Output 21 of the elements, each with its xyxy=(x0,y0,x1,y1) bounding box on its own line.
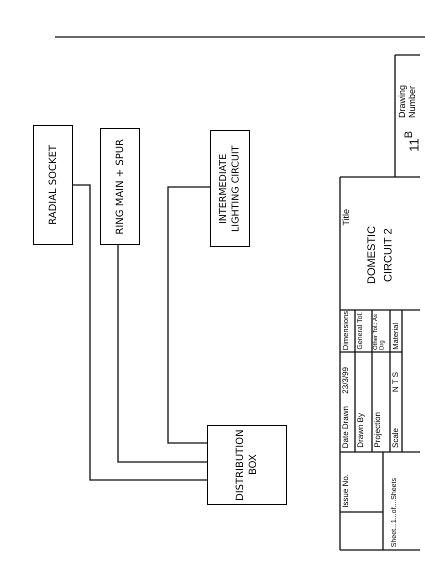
title-block-text: Title xyxy=(342,209,351,226)
connector-line xyxy=(73,184,207,481)
box-label: INTERMEDIATE LIGHTING CIRCUIT xyxy=(218,144,242,234)
title-block-text: Drawn By xyxy=(357,413,365,448)
connector-line xyxy=(117,245,207,463)
title-block-text: Drawing Number xyxy=(398,84,418,118)
title-block-text: 23/3/99 xyxy=(342,367,350,394)
connector-line xyxy=(167,186,210,444)
title-block-text: N T S xyxy=(392,372,400,392)
title-block-text: Scale xyxy=(392,428,400,448)
box-label: RADIAL SOCKET xyxy=(46,145,60,225)
title-block-text: Date Drawn xyxy=(342,406,350,448)
process-box xyxy=(100,128,140,245)
box-label: DISTRIBUTION BOX xyxy=(234,428,260,503)
process-box xyxy=(207,425,287,505)
title-block-text: Projection xyxy=(374,412,382,448)
process-box xyxy=(210,130,250,247)
box-label: RING MAIN + SPUR xyxy=(114,138,126,234)
drawing-title: DOMESTIC CIRCUIT 2 xyxy=(365,224,396,286)
process-box xyxy=(33,125,73,245)
title-block-text: Issue No. xyxy=(342,474,350,508)
